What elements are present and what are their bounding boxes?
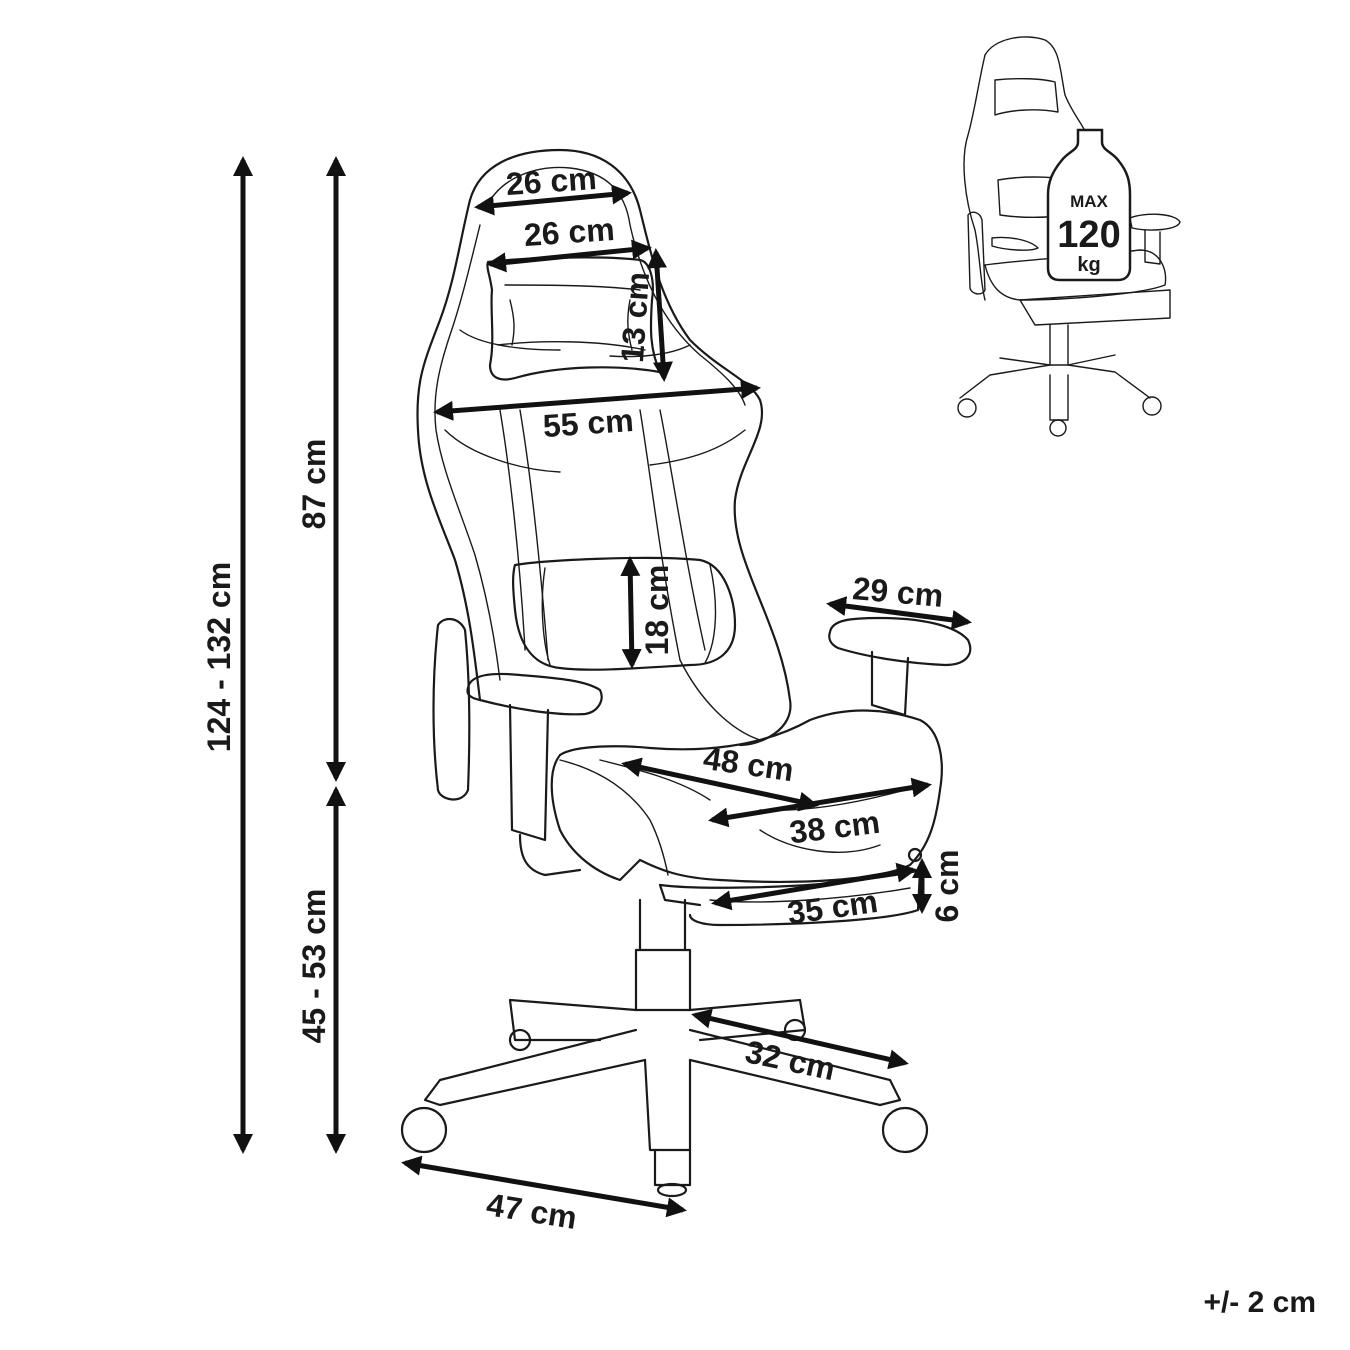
- lumbar-height-label: 18 cm: [639, 565, 675, 656]
- backrest-height-label: 87 cm: [296, 439, 332, 530]
- backrest-width-label: 55 cm: [542, 402, 635, 444]
- max-label: MAX: [1070, 192, 1108, 211]
- weight-icon: [1046, 128, 1132, 282]
- max-load-badge: MAX 120 kg: [1046, 128, 1132, 282]
- base-radius-label: 32 cm: [742, 1033, 838, 1087]
- pillow-width-label: 26 cm: [523, 211, 616, 253]
- total-height-label: 124 - 132 cm: [201, 562, 237, 752]
- max-unit: kg: [1077, 254, 1100, 276]
- armrest-length-label: 29 cm: [851, 570, 945, 614]
- seat-height-label: 45 - 53 cm: [296, 889, 332, 1044]
- tolerance-note: +/- 2 cm: [1203, 1286, 1316, 1319]
- dimension-arrows: [233, 156, 972, 1218]
- base-width-label: 47 cm: [484, 1186, 579, 1236]
- seat-width-label: 38 cm: [787, 804, 881, 851]
- chair-drawing: [400, 148, 972, 1198]
- headrest-top-width-label: 26 cm: [505, 160, 598, 202]
- max-value: 120: [1057, 214, 1120, 256]
- pillow-height-label: 13 cm: [614, 271, 656, 364]
- footrest-height-label: 6 cm: [929, 850, 965, 923]
